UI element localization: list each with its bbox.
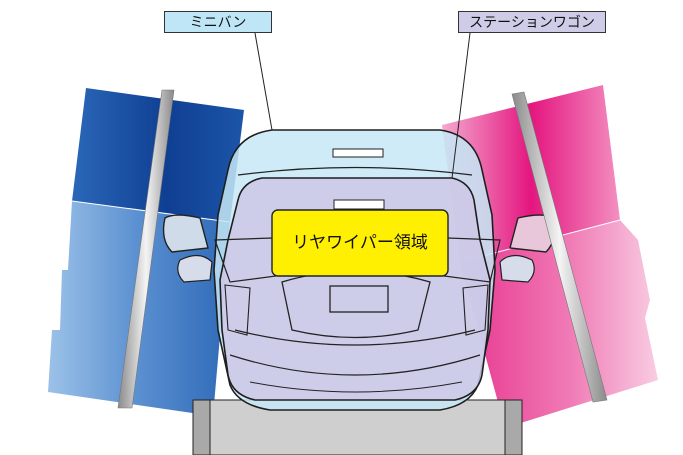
rear-wiper-area-label: リヤワイパー領域 <box>292 233 428 253</box>
ground-frame <box>192 399 523 455</box>
leader-lines <box>254 32 471 179</box>
right-pole <box>511 91 608 403</box>
left-pole <box>117 89 175 409</box>
station-wagon-label: ステーションワゴン <box>458 11 606 33</box>
rear-wiper-area-box <box>271 209 449 277</box>
minivan-label: ミニバン <box>164 11 272 33</box>
